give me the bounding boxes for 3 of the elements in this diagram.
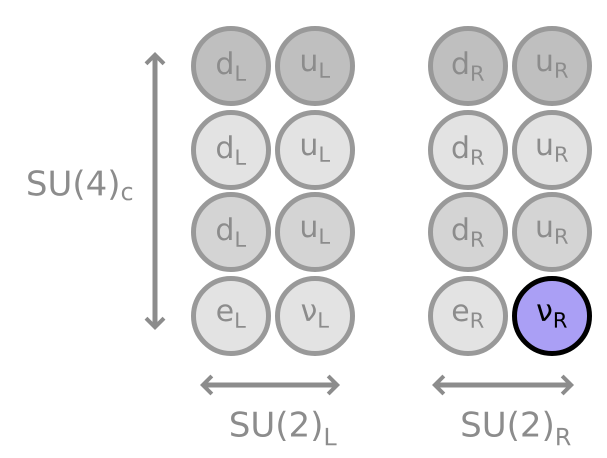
group-label: SU(4)$_{c}$ (28, 170, 132, 200)
group-label: SU(2)$_{R}$ (462, 410, 571, 446)
group-label: SU(2)$_{L}$ (231, 410, 337, 446)
